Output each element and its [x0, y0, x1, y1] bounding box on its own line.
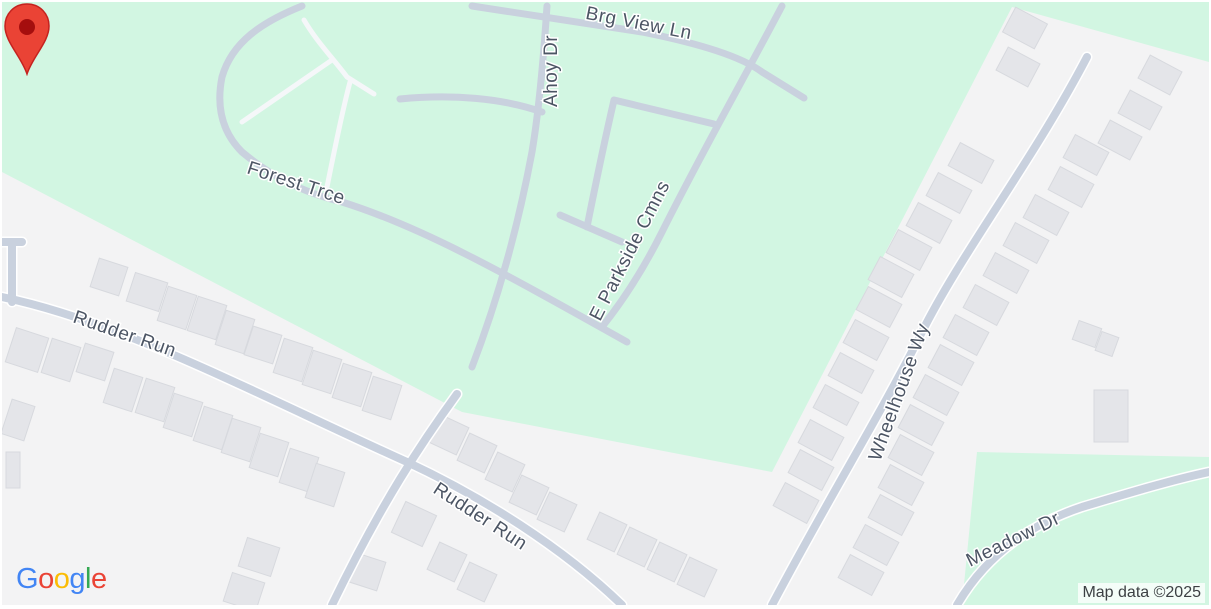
logo-letter: g	[69, 563, 85, 595]
logo-letter: G	[16, 563, 39, 595]
map-attribution[interactable]: Map data ©2025	[1078, 583, 1205, 603]
logo-letter: o	[53, 563, 70, 595]
google-logo[interactable]: Google	[16, 563, 107, 596]
logo-letter: e	[90, 563, 107, 595]
buildings	[2, 6, 1183, 605]
logo-letter: l	[84, 563, 91, 595]
logo-letter: o	[38, 563, 54, 595]
road-label-ahoy-dr: Ahoy Dr	[541, 35, 562, 107]
location-pin-icon[interactable]	[2, 2, 52, 76]
